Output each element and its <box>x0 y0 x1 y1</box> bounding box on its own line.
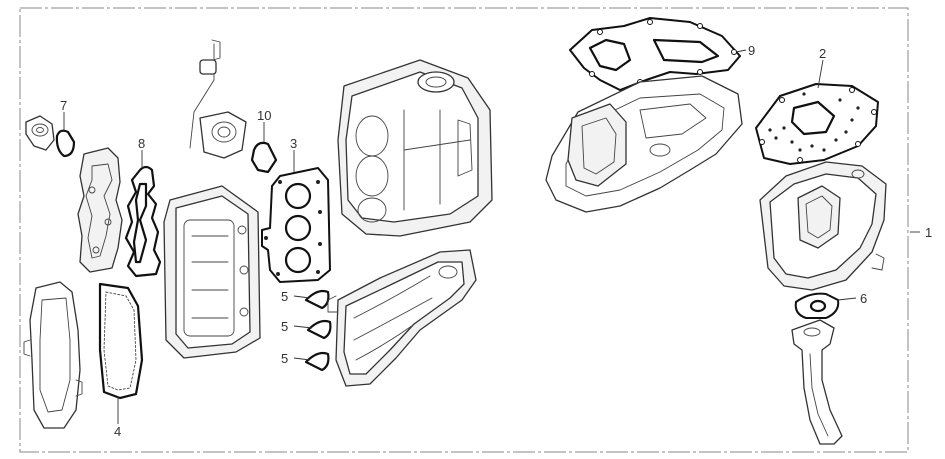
exhaust-guide-part <box>545 75 743 213</box>
intake-cover-part <box>23 281 83 429</box>
intake-manifold-part <box>327 249 477 387</box>
callout-9: 9 <box>748 43 755 58</box>
head-gasket-part <box>261 167 331 283</box>
callout-5b: 5 <box>281 319 288 334</box>
callout-2: 2 <box>819 46 826 61</box>
fuel-pump-gasket-part <box>250 141 278 174</box>
oil-strainer-gasket-part <box>794 292 840 319</box>
callout-5c: 5 <box>281 351 288 366</box>
upper-gasket-part <box>569 17 741 91</box>
callout-4: 4 <box>114 424 121 439</box>
intake-cover-gasket-part <box>98 282 144 400</box>
thermostat-gasket-part <box>55 129 76 158</box>
oil-pickup-pipe-part <box>791 319 843 445</box>
callout-8: 8 <box>138 136 145 151</box>
callout-10: 10 <box>257 108 271 123</box>
lower-gasket-part <box>755 83 879 165</box>
callout-3: 3 <box>290 136 297 151</box>
small-gasket-part-c <box>304 351 330 372</box>
callout-7: 7 <box>60 98 67 113</box>
fuel-line-part <box>189 39 247 159</box>
exhaust-cover-part <box>77 147 123 273</box>
callout-1: 1 <box>925 225 932 240</box>
cylinder-block-part <box>337 59 493 237</box>
small-gasket-part-a <box>304 289 330 310</box>
kit-boundary-frame <box>19 7 909 453</box>
cylinder-head-part <box>163 185 261 359</box>
small-gasket-part-b <box>306 319 332 340</box>
callout-6: 6 <box>860 291 867 306</box>
leader-lines <box>63 49 920 424</box>
exhaust-cover-gasket-part <box>124 165 162 278</box>
oil-pan-part <box>759 161 887 291</box>
callout-5a: 5 <box>281 289 288 304</box>
thermostat-cover-part <box>25 115 55 151</box>
